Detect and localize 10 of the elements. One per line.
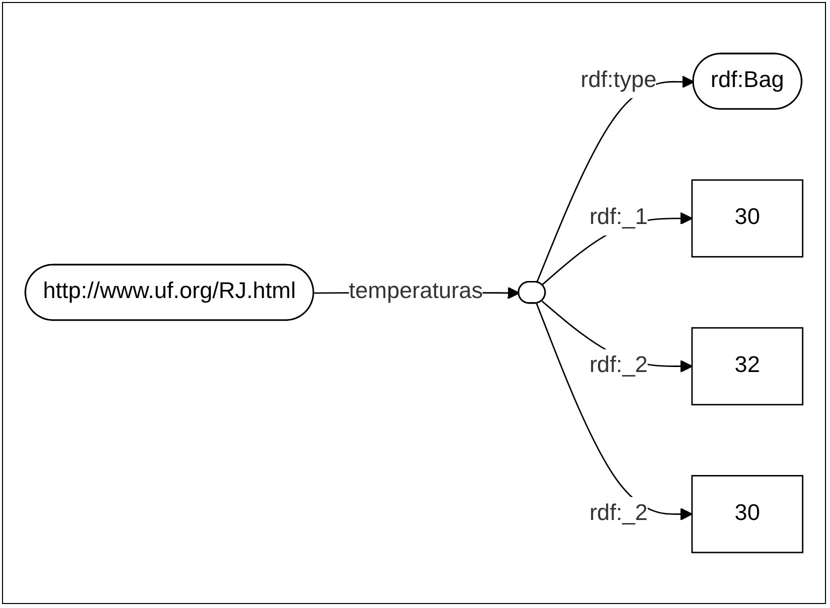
arrow bbox=[536, 303, 693, 520]
node-box: 30 bbox=[691, 475, 804, 554]
edge-label: temperaturas bbox=[348, 280, 483, 304]
edge-label: rdf:_2 bbox=[589, 501, 648, 526]
edge-label: rdf:_2 bbox=[589, 353, 648, 378]
node-box: 32 bbox=[691, 327, 804, 406]
edge-label: rdf:_1 bbox=[589, 206, 648, 230]
arrow bbox=[536, 76, 694, 283]
node-box: 30 bbox=[691, 179, 804, 258]
edge-label: rdf:type bbox=[580, 68, 656, 93]
